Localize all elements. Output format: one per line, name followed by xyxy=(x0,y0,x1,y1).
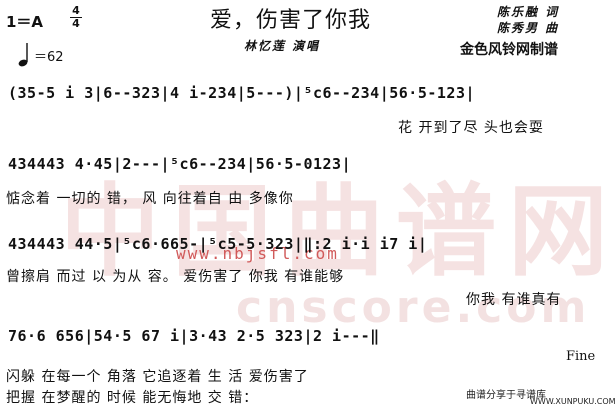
footer-url: WWW.XUNPUKU.COM xyxy=(530,397,615,406)
time-signature: 4 4 xyxy=(70,4,82,30)
notation-row-2: 434443 4·45|2---|⁵c6--234|56·5-0123| xyxy=(8,155,352,173)
maker-credit: 金色风铃网制谱 xyxy=(460,42,558,58)
watermark-large: 中国曲谱网 xyxy=(60,172,615,290)
footer-share: 曲谱分享于寻谱库 xyxy=(466,390,546,401)
time-top: 4 xyxy=(72,4,80,17)
lyrics-row-3a: 曾擦肩 而过 以 为从 容。 爱伤害了 你我 有谁能够 xyxy=(6,269,345,285)
fine-mark: Fine xyxy=(566,349,596,364)
lyrics-row-3b: 你我 有谁真有 xyxy=(466,292,562,308)
quarter-note-icon xyxy=(18,43,28,67)
watermark-url: www.nbjsfl.com xyxy=(176,244,339,263)
lyrics-row-2: 惦念着 一切的 错， 风 向往着自 由 多像你 xyxy=(6,191,294,207)
watermark-site: cnscore.com xyxy=(236,282,591,333)
tempo: ＝62 xyxy=(34,50,64,65)
notation-row-1: (35-5 i 3|6--323|4 i-234|5---)|⁵c6--234|… xyxy=(8,84,476,102)
lyrics-row-4a: 闪躲 在每一个 角落 它追逐着 生 活 爱伤害了 xyxy=(6,369,309,385)
lyrics-row-4b: 把握 在梦醒的 时候 能无悔地 交 错： xyxy=(6,390,259,406)
notation-row-3: 434443 44·5|⁵c6·665-|⁵c5-5·323|‖:2 i·i i… xyxy=(8,235,428,253)
time-bottom: 4 xyxy=(72,17,80,30)
lyricist-credit: 陈乐融 词 xyxy=(497,5,560,19)
lyrics-row-1: 花 开到了尽 头也会耍 xyxy=(398,120,544,136)
composer-credit: 陈秀男 曲 xyxy=(497,21,560,35)
key-signature: 1＝A xyxy=(6,13,44,31)
song-title: 爱，伤害了你我 xyxy=(210,8,372,33)
time-bar xyxy=(70,17,82,18)
singer-credit: 林忆莲 演唱 xyxy=(244,39,321,53)
notation-row-4: 76·6 656|54·5 67 i|3·43 2·5 323|2 i---‖ xyxy=(8,327,380,345)
